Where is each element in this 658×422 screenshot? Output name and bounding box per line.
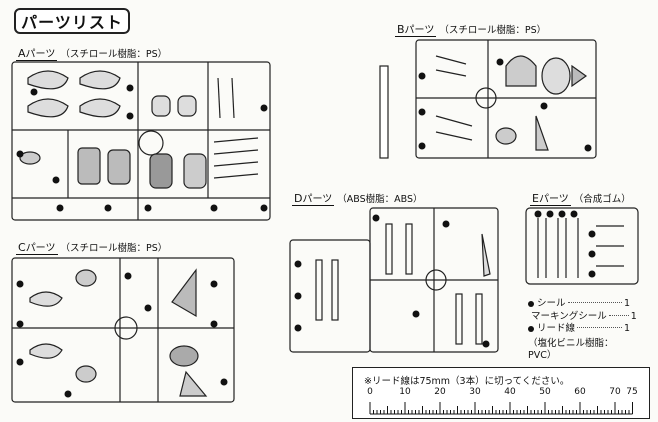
ruler-label: 75 xyxy=(626,387,638,397)
ruler-label: 30 xyxy=(469,387,481,397)
ruler-label: 40 xyxy=(504,387,516,397)
ruler-scale xyxy=(369,402,633,415)
runner-c-diagram xyxy=(11,257,235,403)
section-a-header: Aパーツ （スチロール樹脂：PS） xyxy=(16,47,168,61)
lead-wire-material: （塩化ビニル樹脂：PVC） xyxy=(528,337,614,362)
ruler-note: ※リード線は75mm（3本）に切ってください。 xyxy=(364,376,570,387)
section-b-header: Bパーツ （スチロール樹脂：PS） xyxy=(395,23,547,37)
runner-d-diagram xyxy=(289,207,499,353)
section-e-header: Eパーツ （合成ゴム） xyxy=(530,192,631,206)
ruler-label: 20 xyxy=(434,387,446,397)
ruler-label: 0 xyxy=(367,387,373,397)
section-c-header: Cパーツ （スチロール樹脂：PS） xyxy=(16,241,168,255)
bullet-icon xyxy=(528,301,534,308)
ruler-label: 50 xyxy=(539,387,551,397)
bullet-icon xyxy=(528,326,534,333)
ruler-label: 60 xyxy=(574,387,586,397)
ruler-label: 10 xyxy=(399,387,411,397)
runner-b-diagram xyxy=(379,39,597,159)
section-d-header: Dパーツ （ABS樹脂：ABS） xyxy=(292,192,423,206)
page-title: パーツリスト xyxy=(14,8,130,34)
ruler-label: 70 xyxy=(609,387,621,397)
runner-e-diagram xyxy=(525,207,639,285)
runner-a-diagram xyxy=(11,61,271,221)
